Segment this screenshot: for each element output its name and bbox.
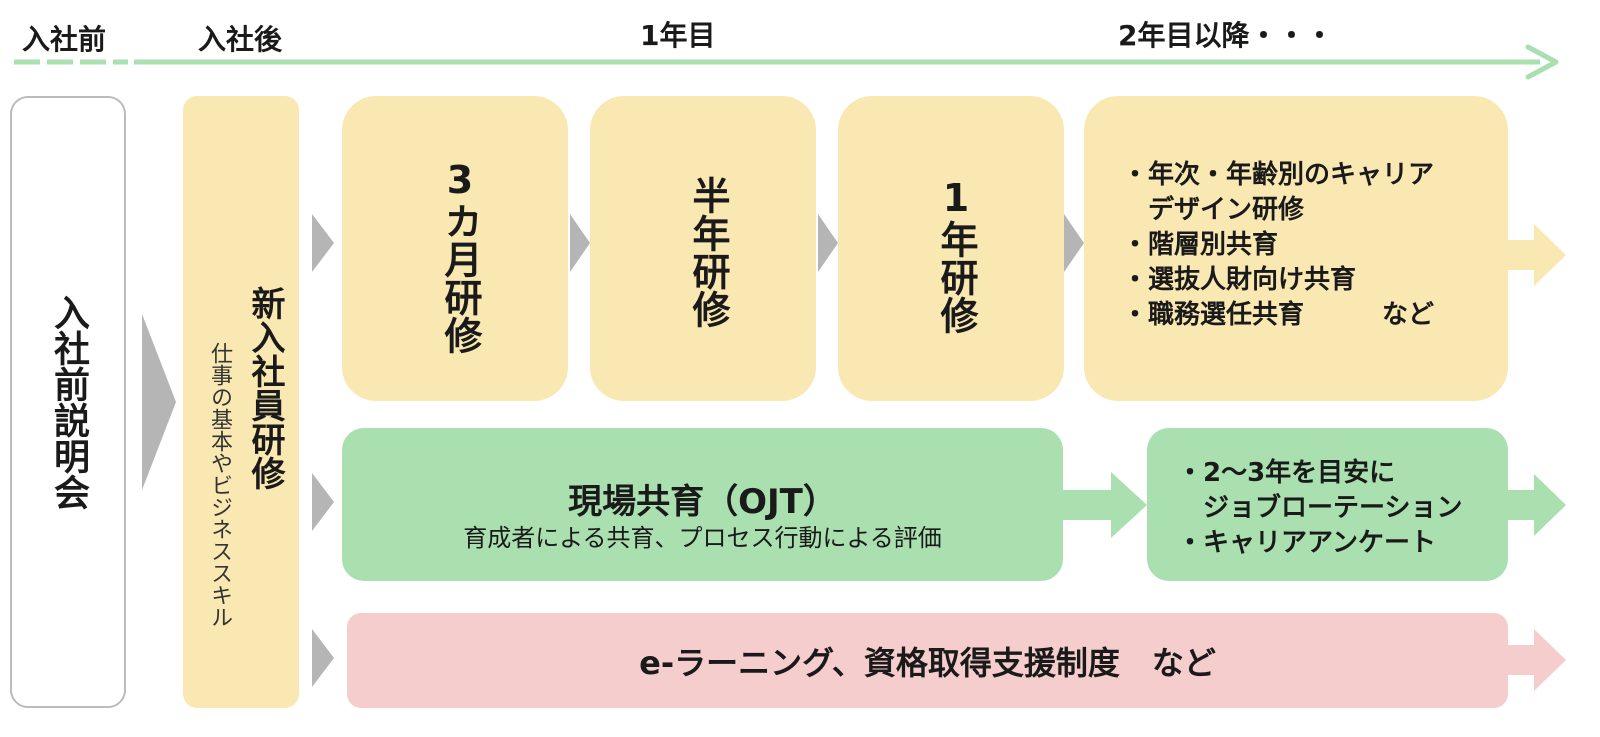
training-box-half-year: 半年研修 bbox=[590, 96, 816, 401]
list-item: ジョブローテーション bbox=[1177, 493, 1463, 523]
training-box-1-year: 1年研修 bbox=[838, 96, 1064, 401]
training-label-3-month: 3カ月研修 bbox=[438, 158, 482, 354]
arrow-row2-entry bbox=[312, 473, 334, 531]
ojt-box: 現場共育（OJT） 育成者による共育、プロセス行動による評価 bbox=[342, 428, 1063, 581]
arrow-elearning-out bbox=[1508, 629, 1566, 691]
elearning-label: e-ラーニング、資格取得支援制度 など bbox=[639, 643, 1216, 682]
new-hire-training-box: 新入社員研修 仕事の基本やビジネススキル bbox=[183, 96, 299, 708]
elearning-box: e-ラーニング、資格取得支援制度 など bbox=[347, 613, 1508, 708]
pre-join-session-label: 入社前説明会 bbox=[48, 294, 89, 510]
arrow-1year-to-later bbox=[1064, 214, 1084, 272]
timeline-label-year1: 1年目 bbox=[640, 19, 716, 52]
arrow-ojt-to-career bbox=[1063, 472, 1147, 538]
timeline-label-year2-plus: 2年目以降・・・ bbox=[1118, 19, 1334, 52]
list-item: デザイン研修 bbox=[1122, 195, 1305, 225]
training-label-half-year: 半年研修 bbox=[686, 176, 730, 328]
list-item: ・キャリアアンケート bbox=[1177, 528, 1436, 558]
arrow-row3-entry bbox=[312, 629, 334, 687]
new-hire-training-title: 新入社員研修 bbox=[245, 286, 285, 490]
list-item: ・年次・年齢別のキャリア bbox=[1122, 160, 1435, 190]
arrow-3month-to-half bbox=[570, 214, 590, 272]
later-training-list: ・年次・年齢別のキャリア デザイン研修 ・階層別共育 ・選抜人財向け共育 ・職務… bbox=[1122, 158, 1434, 333]
list-item: ・職務選任共育 など bbox=[1122, 300, 1435, 330]
training-label-1-year: 1年研修 bbox=[934, 176, 978, 334]
ojt-subtitle: 育成者による共育、プロセス行動による評価 bbox=[463, 524, 942, 552]
arrow-career-out bbox=[1508, 474, 1566, 536]
timeline-label-before-join: 入社前 bbox=[22, 23, 107, 56]
career-list: ・2～3年を目安に ジョブローテーション ・キャリアアンケート bbox=[1177, 456, 1462, 561]
later-training-box: ・年次・年齢別のキャリア デザイン研修 ・階層別共育 ・選抜人財向け共育 ・職務… bbox=[1084, 96, 1508, 401]
arrow-session-to-training bbox=[142, 314, 176, 490]
list-item: ・階層別共育 bbox=[1122, 230, 1279, 260]
ojt-title: 現場共育（OJT） bbox=[568, 482, 837, 522]
new-hire-training-subtitle: 仕事の基本やビジネススキル bbox=[207, 342, 232, 628]
list-item: ・選抜人財向け共育 bbox=[1122, 265, 1357, 295]
list-item: ・2～3年を目安に bbox=[1177, 458, 1396, 488]
arrow-row1-entry bbox=[312, 214, 334, 272]
timeline-label-after-join: 入社後 bbox=[198, 23, 283, 56]
arrow-later-training-out bbox=[1508, 224, 1566, 286]
timeline-arrow bbox=[14, 44, 1559, 80]
training-box-3-month: 3カ月研修 bbox=[342, 96, 568, 401]
pre-join-session-box: 入社前説明会 bbox=[10, 96, 126, 708]
career-box: ・2～3年を目安に ジョブローテーション ・キャリアアンケート bbox=[1147, 428, 1508, 581]
arrow-half-to-1year bbox=[818, 214, 838, 272]
